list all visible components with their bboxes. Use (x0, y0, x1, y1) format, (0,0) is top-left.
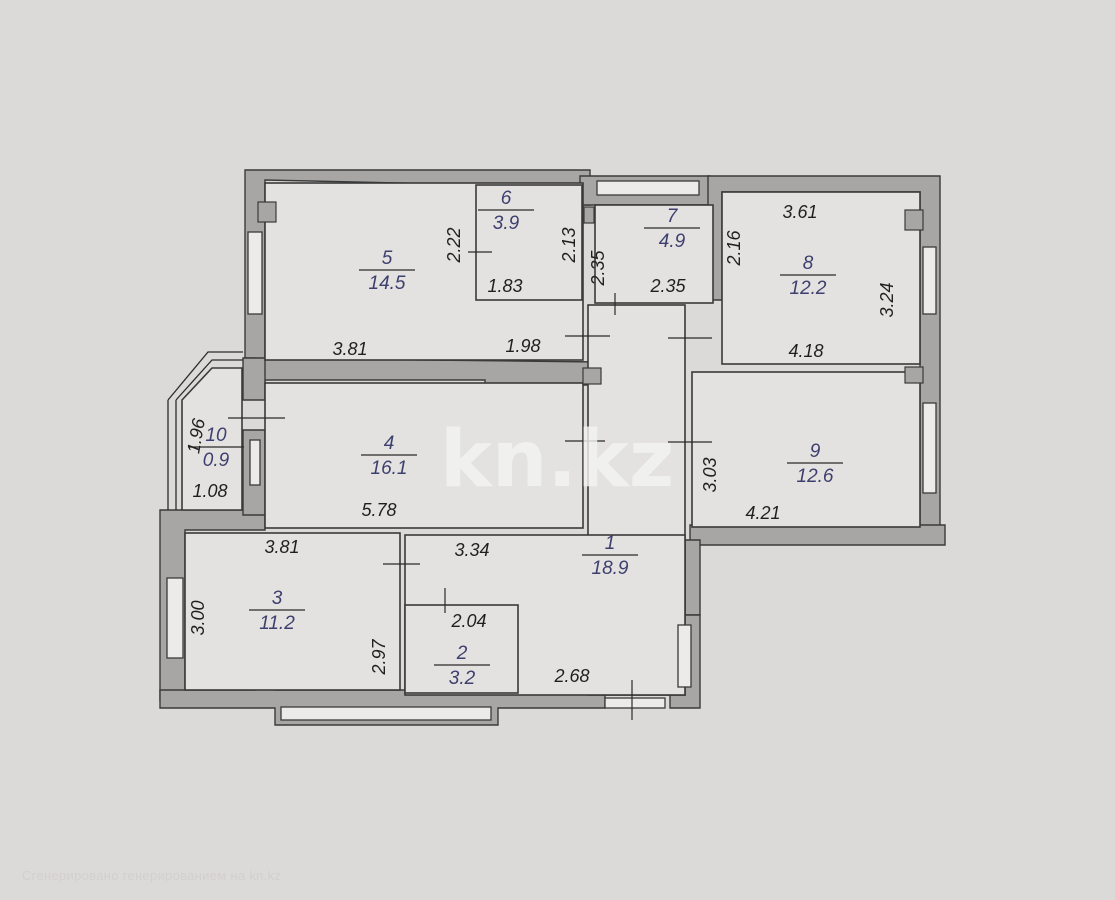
room-area: 0.9 (203, 450, 230, 471)
dimension-label: 3.81 (332, 339, 367, 359)
dimension-label: 2.13 (559, 227, 579, 263)
footer-caption: Сгенерировано генерированием на kn.kz (22, 868, 282, 883)
room-area: 11.2 (259, 613, 295, 634)
windows (166, 180, 937, 721)
dimension-label: 2.22 (444, 227, 464, 263)
watermark: kn.kz (440, 415, 674, 505)
room-number: 5 (382, 248, 393, 269)
room-area: 14.5 (369, 273, 406, 294)
room-area: 3.2 (449, 668, 476, 689)
dimension-label: 4.18 (788, 341, 823, 361)
room-10 (181, 367, 243, 511)
room-label-2: 23.2 (434, 643, 490, 689)
room-area: 18.9 (592, 558, 629, 579)
dimension-label: 2.04 (450, 611, 486, 631)
room-number: 9 (810, 441, 821, 462)
room-label-6: 63.9 (478, 188, 534, 234)
dimension-label: 5.78 (361, 500, 396, 520)
rooms (181, 182, 921, 696)
dimension-label: 2.97 (369, 639, 389, 676)
room-area: 12.2 (790, 278, 827, 299)
room-number: 4 (384, 433, 395, 454)
dimension-label: 3.61 (782, 202, 817, 222)
room-8 (721, 191, 921, 365)
room-label-8: 812.2 (780, 253, 836, 299)
room-label-3: 311.2 (249, 588, 305, 634)
dimension-label: 2.35 (649, 276, 686, 296)
room-number: 1 (605, 533, 616, 554)
dimension-label: 3.03 (700, 457, 720, 492)
room-number: 3 (272, 588, 283, 609)
dimension-label: 1.98 (505, 336, 540, 356)
room-area: 3.9 (493, 213, 520, 234)
dimension-label: 1.83 (487, 276, 522, 296)
room-number: 7 (667, 206, 679, 227)
room-number: 6 (501, 188, 512, 209)
dimension-label: 4.21 (745, 503, 780, 523)
room-area: 4.9 (659, 231, 686, 252)
room-number: 8 (803, 253, 814, 274)
room-2 (404, 604, 519, 694)
room-9 (691, 371, 921, 528)
dimension-label: 2.68 (553, 666, 589, 686)
balcony-rail (167, 351, 243, 510)
room-number: 2 (456, 643, 468, 664)
room-label-7: 74.9 (644, 206, 700, 252)
room-label-4: 416.1 (361, 433, 417, 479)
dimension-label: 3.81 (264, 537, 299, 557)
room-4 (264, 382, 584, 529)
room-area: 16.1 (371, 458, 408, 479)
room-number: 10 (205, 425, 227, 446)
room-label-5: 514.5 (359, 248, 415, 294)
dimension-label: 2.16 (724, 230, 744, 267)
columns (257, 201, 924, 385)
dimension-label: 3.34 (454, 540, 489, 560)
dimension-label: 3.24 (877, 282, 897, 317)
room-area: 12.6 (797, 466, 834, 487)
room-label-9: 912.6 (787, 441, 843, 487)
room-6 (475, 184, 583, 301)
door-marks (228, 251, 712, 720)
room-label-10: 100.9 (188, 425, 244, 471)
room-7 (594, 204, 714, 304)
room-label-1: 118.9 (582, 533, 638, 579)
room-3 (184, 532, 401, 691)
dimension-label: 3.00 (188, 600, 208, 635)
dimension-label: 1.08 (192, 481, 227, 501)
dimension-label: 2.35 (588, 250, 608, 287)
